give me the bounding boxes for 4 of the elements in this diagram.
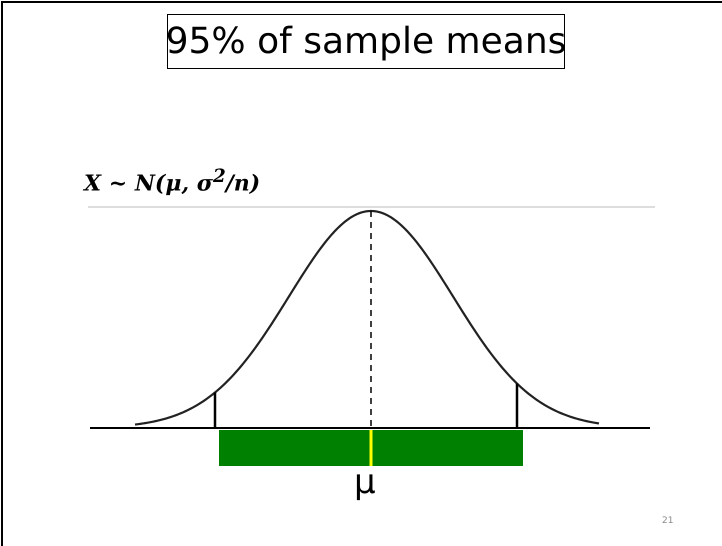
title-box: 95% of sample means <box>167 14 565 69</box>
formula-text: X ~ N(μ, σ$^{2}$/n) <box>84 166 260 196</box>
page-number: 21 <box>662 516 674 526</box>
mean-symbol: μ <box>354 462 376 502</box>
